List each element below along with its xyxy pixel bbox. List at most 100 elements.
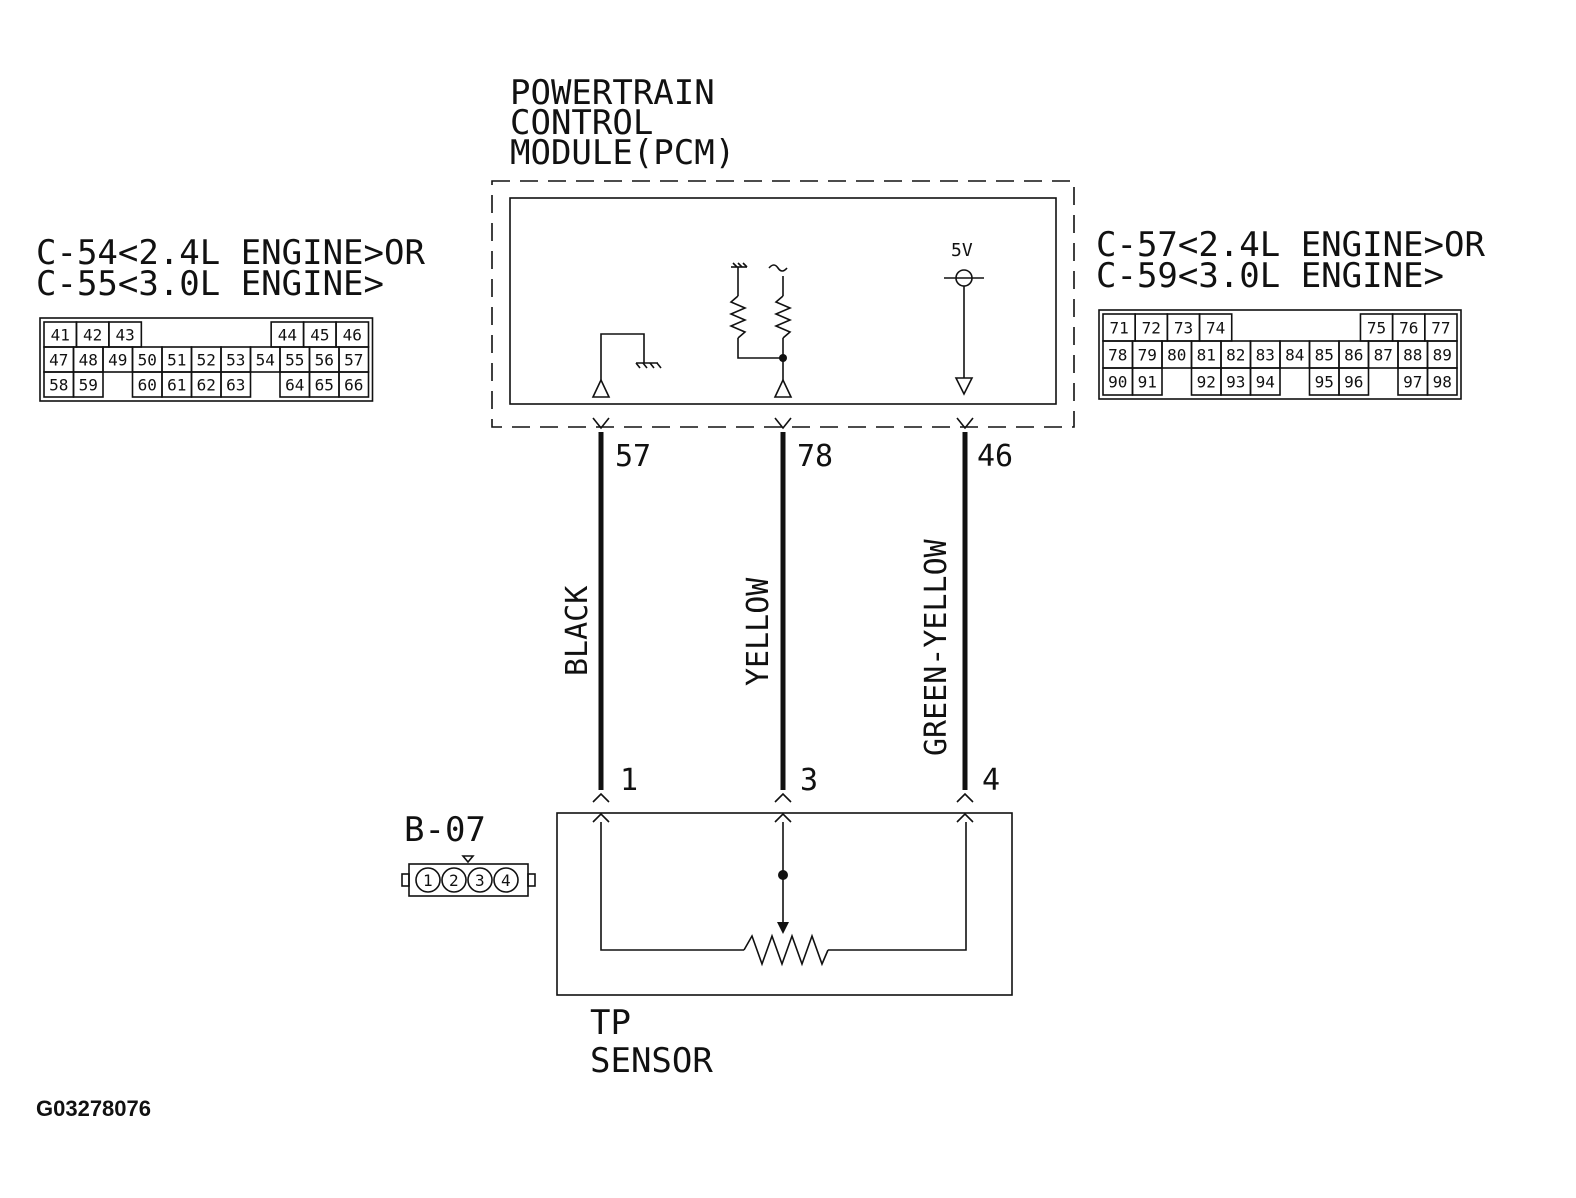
pcm-ground-circuit (591, 333, 662, 398)
right-connector-pin-71: 71 (1109, 319, 1128, 338)
wire-green-yellow-pcm-pin: 46 (977, 439, 1013, 474)
left-connector-pin-66: 66 (344, 376, 363, 395)
right-connector-face: 71 72 73 74 75 76 77 78 79 80 81 82 83 84 85 86 87 88 89 90… (1098, 309, 1462, 400)
left-connector-cell (220, 371, 252, 398)
right-connector-pin-78: 78 (1108, 346, 1127, 365)
pcm-resistor-left (728, 295, 748, 339)
left-connector-pin-58: 58 (49, 376, 68, 395)
left-connector-pin-50: 50 (138, 351, 157, 370)
right-connector-pin-86: 86 (1344, 346, 1363, 365)
left-connector-pin-43: 43 (115, 326, 134, 345)
right-connector-pin-91: 91 (1138, 373, 1157, 392)
left-connector-cell (338, 371, 370, 398)
wire-green-yellow-color: GREEN-YELLOW (919, 538, 954, 756)
sensor-pin-1: 1 (423, 871, 433, 890)
pcm-title-line2: CONTROL (510, 103, 653, 143)
right-connector-pin-88: 88 (1403, 346, 1422, 365)
figure-id: G03278076 (36, 1096, 151, 1121)
right-connector-cell (1131, 367, 1163, 396)
tp-sensor-potentiometer (600, 822, 967, 967)
left-connector-pin-51: 51 (167, 351, 186, 370)
sensor-pin-3: 3 (475, 871, 485, 890)
left-connector-pin-45: 45 (310, 326, 329, 345)
left-connector-pin-56: 56 (315, 351, 334, 370)
left-connector-pin-65: 65 (315, 376, 334, 395)
left-connector-pin-54: 54 (256, 351, 275, 370)
right-connector-pin-95: 95 (1315, 373, 1334, 392)
right-connector-pin-82: 82 (1226, 346, 1245, 365)
left-connector-pin-53: 53 (226, 351, 245, 370)
wire-yellow: 78 YELLOW 3 (741, 432, 833, 798)
sensor-pin-4: 4 (501, 871, 511, 890)
right-connector-pin-97: 97 (1403, 373, 1422, 392)
left-connector-pin-59: 59 (79, 376, 98, 395)
right-connector-pin-85: 85 (1315, 346, 1334, 365)
wire-yellow-color: YELLOW (741, 577, 776, 686)
right-connector-pin-74: 74 (1206, 319, 1225, 338)
potentiometer-wiper-arrow (777, 922, 789, 934)
potentiometer-resistor (743, 933, 829, 967)
pcm-input-arrow-57 (591, 378, 611, 398)
left-connector-pin-55: 55 (285, 351, 304, 370)
left-connector-pin-63: 63 (226, 376, 245, 395)
wire-black: 57 BLACK 1 (560, 432, 651, 798)
pcm-supply-circuit: 5V (944, 240, 984, 396)
right-connector-cell (1249, 367, 1281, 396)
pcm-resistor-right (773, 295, 793, 339)
pcm-output-arrow-46 (954, 377, 974, 396)
right-connector-pin-94: 94 (1256, 373, 1275, 392)
wire-yellow-sensor-pin: 3 (800, 763, 818, 798)
right-connector-pin-80: 80 (1167, 346, 1186, 365)
right-connector-pin-92: 92 (1197, 373, 1216, 392)
left-connector-pin-61: 61 (167, 376, 186, 395)
pcm-supply-label: 5V (951, 240, 973, 261)
left-connector-pin-44: 44 (278, 326, 297, 345)
left-connector-pin-47: 47 (49, 351, 68, 370)
right-connector-pin-76: 76 (1399, 319, 1418, 338)
left-connector-pin-42: 42 (83, 326, 102, 345)
left-connector-label-line2: C-55<3.0L ENGINE> (36, 264, 384, 304)
sensor-connector-label: B-07 (404, 810, 486, 850)
right-connector-pin-73: 73 (1174, 319, 1193, 338)
wire-green-yellow: 46 GREEN-YELLOW 4 (919, 432, 1013, 798)
pcm-title-line1: POWERTRAIN (510, 73, 715, 113)
right-connector-pin-72: 72 (1142, 319, 1161, 338)
right-connector-pin-75: 75 (1367, 319, 1386, 338)
left-connector-pin-46: 46 (343, 326, 362, 345)
right-connector-label-line2: C-59<3.0L ENGINE> (1096, 256, 1444, 296)
right-connector-pin-96: 96 (1344, 373, 1363, 392)
right-connector-pin-84: 84 (1285, 346, 1304, 365)
right-connector-pin-93: 93 (1226, 373, 1245, 392)
pcm-title-line3: MODULE(PCM) (510, 133, 735, 173)
right-connector-cell (1426, 367, 1458, 396)
wire-black-sensor-pin: 1 (620, 763, 638, 798)
left-connector-cell (72, 371, 104, 398)
sensor-terminal-marks (592, 792, 974, 823)
wire-green-yellow-sensor-pin: 4 (982, 763, 1000, 798)
right-connector-pin-81: 81 (1197, 346, 1216, 365)
wire-black-pcm-pin: 57 (615, 439, 651, 474)
sensor-pin-2: 2 (449, 871, 459, 890)
left-connector-label-line1: C-54<2.4L ENGINE>OR (36, 233, 425, 273)
left-connector-pin-60: 60 (138, 376, 157, 395)
wire-yellow-pcm-pin: 78 (797, 439, 833, 474)
right-connector-pin-83: 83 (1256, 346, 1275, 365)
left-connector-pin-57: 57 (344, 351, 363, 370)
right-connector-cell (1338, 367, 1370, 396)
right-connector-pin-87: 87 (1374, 346, 1393, 365)
right-connector-pin-79: 79 (1138, 346, 1157, 365)
right-connector-label-line1: C-57<2.4L ENGINE>OR (1096, 225, 1485, 265)
pcm-enclosure (491, 180, 1075, 428)
right-connector-pin-98: 98 (1433, 373, 1452, 392)
left-connector-pin-48: 48 (79, 351, 98, 370)
right-connector-pin-90: 90 (1108, 373, 1127, 392)
right-connector-pin-89: 89 (1433, 346, 1452, 365)
pcm-signal-circuit (728, 262, 793, 398)
pcm-terminal-marks (592, 417, 974, 430)
right-connector-pin-77: 77 (1431, 319, 1450, 338)
pcm-input-arrow-78 (773, 378, 793, 398)
sensor-connector-face: 1 2 3 4 (401, 855, 536, 897)
pcm-inner-box (509, 197, 1057, 405)
